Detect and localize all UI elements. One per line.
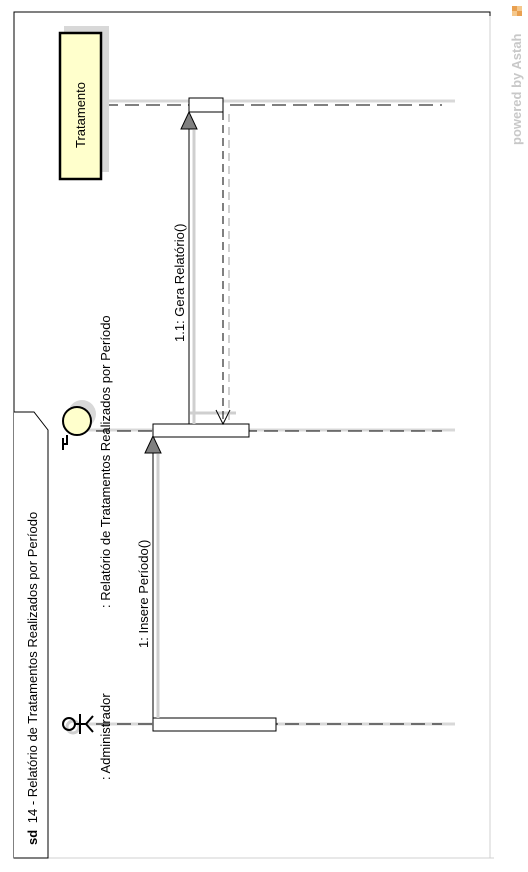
class-box-tratamento (58, 31, 103, 181)
activation-tratamento (188, 97, 224, 113)
message-gera-relatorio (180, 110, 198, 424)
lifeline-tratamento (104, 99, 455, 106)
watermark: powered by Astah (509, 33, 524, 145)
activation-administrador (152, 717, 277, 732)
frame-tab (14, 411, 49, 859)
arrow-head (180, 110, 198, 130)
astah-logo-icon (512, 6, 522, 16)
actor-icon (62, 714, 94, 735)
open-arrow-head (215, 409, 231, 426)
arrow-head (144, 434, 162, 454)
message-insere-periodo (144, 434, 162, 718)
lifeline-relatorio (86, 428, 455, 432)
lifeline-label-tratamento: Tratamento (73, 82, 88, 148)
return-message (215, 112, 231, 426)
frame-label: sd 14 - Relatório de Tratamentos Realiza… (25, 512, 40, 845)
activation-relatorio (152, 423, 250, 438)
lifeline-label-administrador: : Administrador (98, 693, 113, 780)
message-label-1-1: 1.1: Gera Relatório() (172, 224, 187, 343)
message-label-1: 1: Insere Período() (136, 540, 151, 648)
lifeline-label-relatorio: : Relatório de Tratamentos Realizados po… (98, 315, 113, 608)
boundary-icon (62, 400, 96, 450)
